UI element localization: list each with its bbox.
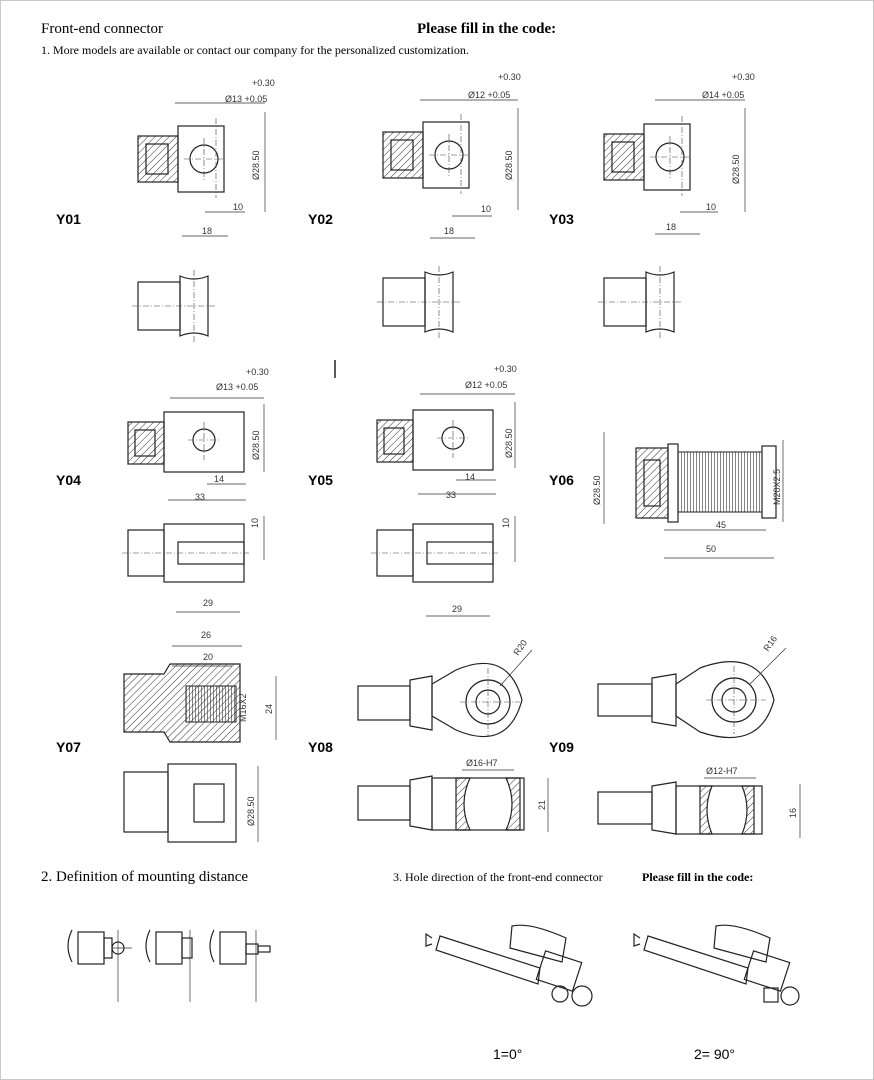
svg-text:Ø12 +0.05: Ø12 +0.05	[468, 90, 510, 100]
svg-text:14: 14	[214, 474, 224, 484]
y01-dia: Ø13 +0.05	[225, 94, 267, 104]
svg-text:10: 10	[481, 204, 491, 214]
model-code-y07: Y07	[56, 739, 81, 755]
svg-text:33: 33	[446, 490, 456, 500]
model-code-y04: Y04	[56, 472, 81, 488]
model-code-y02: Y02	[308, 211, 333, 227]
model-code-y03: Y03	[549, 211, 574, 227]
svg-text:10: 10	[250, 518, 260, 528]
svg-text:+0.30: +0.30	[246, 367, 269, 377]
svg-text:Ø13 +0.05: Ø13 +0.05	[216, 382, 258, 392]
svg-text:Ø28.50: Ø28.50	[592, 475, 602, 505]
svg-text:R16: R16	[761, 634, 779, 653]
model-code-y01: Y01	[56, 211, 81, 227]
svg-text:Ø12-H7: Ø12-H7	[706, 766, 738, 776]
actuator-90deg	[633, 924, 800, 1006]
svg-text:+0.30: +0.30	[498, 72, 521, 82]
model-code-y06: Y06	[549, 472, 574, 488]
svg-text:50: 50	[706, 544, 716, 554]
svg-text:Ø14 +0.05: Ø14 +0.05	[702, 90, 744, 100]
model-code-y08: Y08	[308, 739, 333, 755]
svg-text:24: 24	[264, 704, 274, 714]
svg-text:R20: R20	[511, 638, 529, 657]
svg-text:M16X2: M16X2	[238, 693, 248, 722]
svg-text:29: 29	[203, 598, 213, 608]
svg-text:18: 18	[202, 226, 212, 236]
y01-tol-upper: +0.30	[252, 78, 275, 88]
svg-text:Ø28.50: Ø28.50	[504, 150, 514, 180]
svg-text:10: 10	[501, 518, 511, 528]
model-code-y09: Y09	[549, 739, 574, 755]
svg-text:10: 10	[706, 202, 716, 212]
svg-text:Ø28.50: Ø28.50	[731, 154, 741, 184]
actuator-0deg	[425, 924, 593, 1007]
svg-text:Ø12 +0.05: Ø12 +0.05	[465, 380, 507, 390]
angle-option-0: 1=0°	[493, 1046, 523, 1062]
svg-text:45: 45	[716, 520, 726, 530]
section-title: Front-end connector	[41, 21, 164, 37]
svg-text:+0.30: +0.30	[494, 364, 517, 374]
model-code-y05: Y05	[308, 472, 333, 488]
svg-text:Ø28.50: Ø28.50	[246, 796, 256, 826]
customization-note: 1. More models are available or contact …	[41, 43, 469, 57]
svg-text:21: 21	[537, 800, 547, 810]
svg-text:18: 18	[444, 226, 454, 236]
hole-direction-title: 3. Hole direction of the front-end conne…	[393, 870, 603, 884]
svg-text:Ø28.50: Ø28.50	[251, 150, 261, 180]
svg-text:10: 10	[233, 202, 243, 212]
svg-text:14: 14	[465, 472, 475, 482]
svg-text:18: 18	[666, 222, 676, 232]
svg-text:Ø28.50: Ø28.50	[251, 430, 261, 460]
svg-text:M20X2.5: M20X2.5	[772, 469, 782, 505]
svg-text:Ø28.50: Ø28.50	[504, 428, 514, 458]
mounting-distance-title: 2. Definition of mounting distance	[41, 869, 249, 885]
angle-option-90: 2= 90°	[694, 1046, 736, 1062]
svg-text:33: 33	[195, 492, 205, 502]
svg-text:+0.30: +0.30	[732, 72, 755, 82]
svg-text:26: 26	[201, 630, 211, 640]
svg-text:Ø16-H7: Ø16-H7	[466, 758, 498, 768]
svg-text:20: 20	[203, 652, 213, 662]
svg-text:16: 16	[788, 808, 798, 818]
fill-code-label: Please fill in the code:	[417, 21, 557, 37]
svg-text:29: 29	[452, 604, 462, 614]
hole-direction-code-label: Please fill in the code:	[642, 870, 754, 884]
